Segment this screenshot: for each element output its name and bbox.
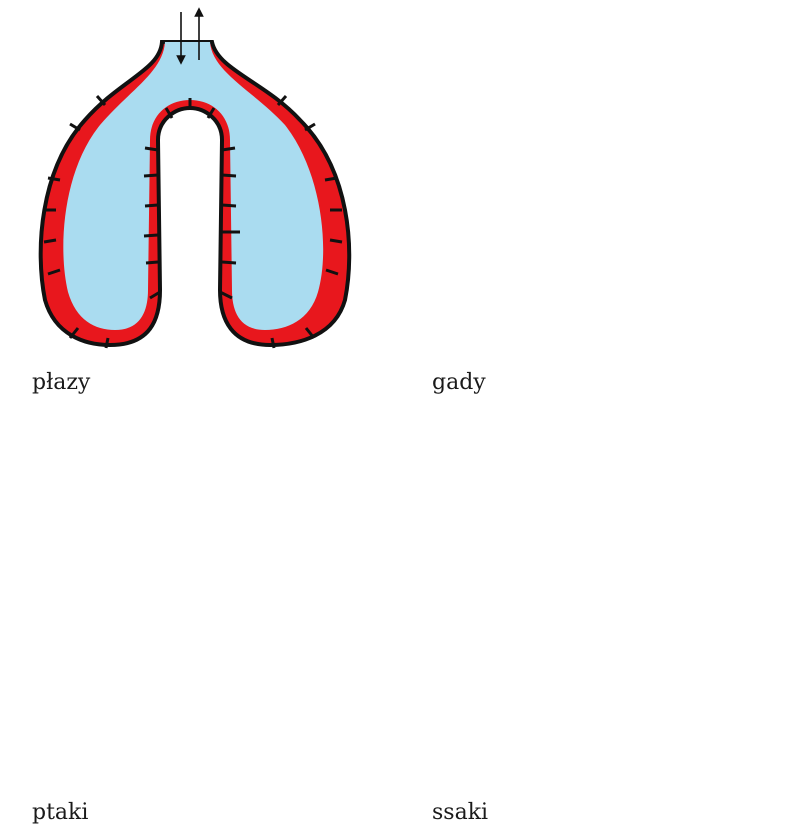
panel-label-amphibians: płazy (32, 370, 90, 395)
panel-label-reptiles: gady (432, 370, 486, 395)
amphibian-lung-cavity (63, 42, 323, 330)
panel-label-mammals: ssaki (432, 800, 488, 825)
amphibian-lung (41, 12, 350, 348)
panel-label-birds: ptaki (32, 800, 88, 825)
